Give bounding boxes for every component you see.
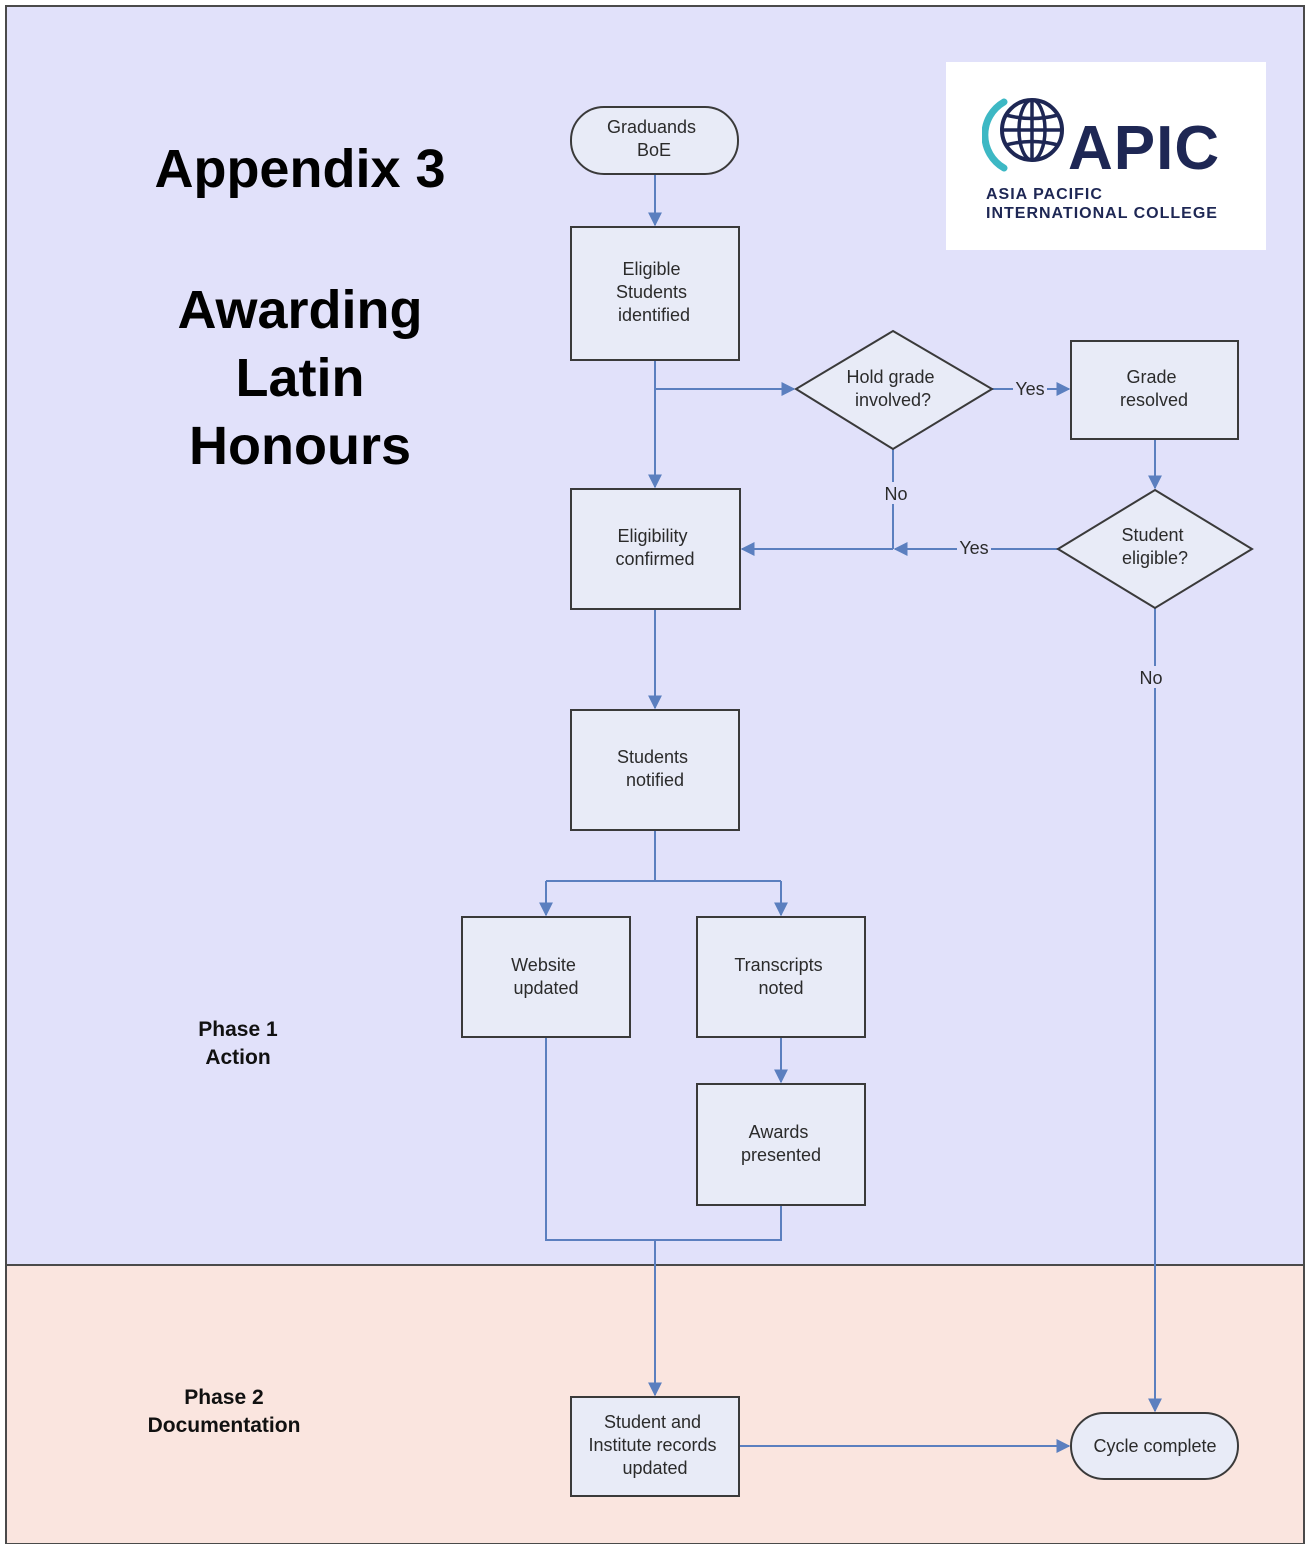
- label-graduands: Graduands BoE: [607, 117, 701, 160]
- edge-label-bg-hold-yes: [1013, 377, 1047, 399]
- edge-label-bg-eligible-yes: [957, 537, 991, 559]
- title-line: Honours: [189, 416, 411, 476]
- node-transcripts-noted: [696, 916, 866, 1038]
- page-title: Awarding Latin Honours: [0, 276, 600, 480]
- edge-label-bg-hold-no: [881, 482, 911, 504]
- node-records-updated: [570, 1396, 740, 1497]
- appendix-heading: Appendix 3: [154, 139, 446, 199]
- label-eligibility-confirmed: Eligibility confirmed: [615, 526, 694, 569]
- node-students-notified: [570, 709, 740, 831]
- label-awards-presented: Awards presented: [741, 1122, 821, 1165]
- title-line: Awarding: [177, 280, 423, 340]
- logo-subtitle-line2: INTERNATIONAL COLLEGE: [986, 205, 1218, 222]
- label-student-eligible: Student eligible?: [1121, 525, 1188, 568]
- connector-merge: [545, 1038, 782, 1241]
- phase1-label: Phase 1 Action: [78, 1016, 398, 1072]
- phase1-name: Phase 1: [198, 1018, 278, 1041]
- edge-label-eligible-yes: Yes: [959, 538, 988, 558]
- node-awards-presented: [696, 1083, 866, 1206]
- node-graduands: [570, 106, 739, 175]
- connector-notified-split: [546, 831, 781, 882]
- label-website-updated: Website updated: [511, 955, 581, 998]
- phase2-label: Phase 2 Documentation: [64, 1384, 384, 1440]
- title-line: Latin: [235, 348, 365, 408]
- label-records-updated: Student and Institute records updated: [588, 1412, 721, 1478]
- node-eligible-students: [570, 226, 740, 361]
- phase1-subtitle: Action: [205, 1046, 271, 1069]
- logo-wordmark: APIC: [1068, 114, 1221, 183]
- phase2-subtitle: Documentation: [147, 1414, 301, 1437]
- edge-label-hold-no: No: [884, 484, 907, 504]
- apic-logo: APIC ASIA PACIFIC INTERNATIONAL COLLEGE: [946, 62, 1266, 250]
- node-student-eligible-decision: [1056, 488, 1254, 610]
- label-students-notified: Students notified: [617, 747, 693, 790]
- node-cycle-complete: [1070, 1412, 1239, 1480]
- node-eligibility-confirmed: [570, 488, 741, 610]
- phase2-name: Phase 2: [184, 1386, 264, 1409]
- node-grade-resolved: [1070, 340, 1239, 440]
- node-hold-grade-decision: [794, 329, 994, 451]
- label-transcripts-noted: Transcripts noted: [734, 955, 827, 998]
- logo-subtitle-line1: ASIA PACIFIC: [986, 186, 1103, 203]
- label-grade-resolved: Grade resolved: [1120, 367, 1188, 410]
- label-cycle-complete: Cycle complete: [1093, 1436, 1216, 1456]
- label-eligible-students: Eligible Students identified: [616, 259, 692, 325]
- edge-label-hold-yes: Yes: [1015, 379, 1044, 399]
- node-website-updated: [461, 916, 631, 1038]
- edge-label-bg-eligible-no: [1136, 666, 1166, 688]
- globe-icon: [982, 98, 1064, 172]
- label-hold-grade: Hold grade involved?: [846, 367, 939, 410]
- edge-label-eligible-no: No: [1139, 668, 1162, 688]
